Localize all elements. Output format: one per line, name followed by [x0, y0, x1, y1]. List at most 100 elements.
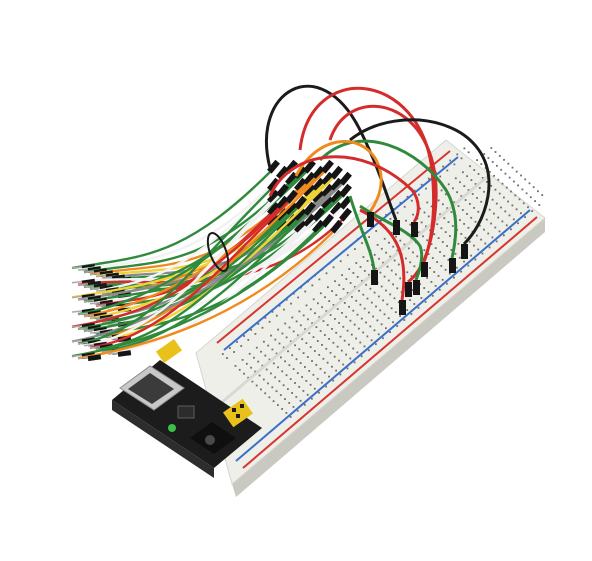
breadboard-hole — [468, 240, 471, 243]
breadboard-hole — [426, 277, 428, 279]
breadboard-hole — [243, 335, 245, 337]
jumper-wire-connector — [285, 159, 298, 174]
breadboard-hole — [298, 348, 301, 351]
breadboard-hole — [319, 330, 322, 332]
breadboard-hole — [491, 161, 494, 163]
breadboard-hole — [520, 212, 522, 215]
breadboard-hole — [368, 311, 370, 314]
breadboard-hole — [257, 323, 260, 325]
breadboard-hole — [295, 396, 298, 398]
breadboard-hole — [407, 247, 410, 250]
jumper-wire-connector — [303, 201, 316, 216]
breadboard-hole — [495, 240, 498, 243]
breadboard-hole — [456, 266, 458, 269]
jumper-wire-green-arch-2 — [359, 204, 424, 281]
breadboard-hole — [369, 287, 372, 290]
breadboard-hole — [299, 399, 302, 402]
breadboard-hole — [299, 324, 302, 327]
breadboard-hole — [444, 193, 447, 196]
jumper-wire-connector — [117, 350, 132, 357]
breadboard-hole — [321, 306, 323, 309]
breadboard-hole — [285, 336, 288, 339]
jumper-wire — [107, 217, 318, 356]
breadboard-hole — [501, 182, 504, 185]
jumper-wire — [77, 175, 282, 272]
breadboard-hole — [505, 186, 508, 189]
breadboard-hole — [390, 307, 393, 310]
breadboard-hole — [382, 261, 385, 264]
jumper-wire — [71, 205, 282, 328]
breadboard-hole — [508, 214, 511, 217]
jumper-wire-pin — [77, 356, 89, 359]
breadboard-hole — [291, 316, 294, 319]
breadboard-hole — [537, 190, 539, 193]
power-led — [168, 424, 176, 432]
breadboard-hole — [298, 310, 301, 313]
breadboard-hole — [278, 342, 281, 345]
breadboard-hole — [355, 337, 357, 340]
breadboard-hole — [339, 373, 342, 376]
breadboard-hole — [416, 255, 419, 258]
breadboard-hole — [467, 264, 470, 267]
breadboard-hole — [327, 286, 329, 289]
breadboard-hole — [274, 376, 276, 379]
breadboard-hole — [363, 345, 366, 348]
breadboard-hole — [392, 321, 394, 324]
breadboard-hole — [487, 232, 490, 235]
breadboard-hole — [275, 314, 278, 317]
breadboard-hole — [473, 244, 475, 247]
breadboard-hole — [221, 353, 224, 355]
breadboard-hole — [431, 294, 434, 297]
breadboard-hole — [433, 233, 436, 236]
jumper-wire-pin — [89, 346, 101, 349]
breadboard-hole — [410, 199, 413, 202]
breadboard-hole — [493, 212, 495, 215]
breadboard-hole — [460, 195, 463, 197]
breadboard-hole — [376, 319, 379, 322]
breadboard-hole — [520, 174, 522, 177]
power-rail-blue-bottom — [235, 209, 531, 462]
breadboard-hole — [319, 367, 322, 370]
breadboard-hole — [500, 168, 503, 171]
breadboard-hole — [379, 271, 382, 274]
breadboard-hole — [447, 183, 450, 186]
breadboard-hole — [328, 338, 330, 340]
breadboard-hole — [368, 236, 370, 238]
jumper-wire-connector — [294, 195, 307, 210]
breadboard-hole — [325, 310, 328, 312]
breadboard-hole — [380, 247, 383, 250]
breadboard-hole — [510, 190, 512, 193]
breadboard-hole — [352, 309, 355, 312]
breadboard-hole — [317, 302, 319, 305]
breadboard-hole — [332, 266, 335, 269]
breadboard-hole — [305, 342, 308, 344]
breadboard-hole — [413, 303, 416, 305]
breadboard-hole — [267, 344, 270, 347]
jumper-wire-connector — [449, 258, 456, 273]
breadboard-hole — [248, 352, 251, 355]
breadboard-hole — [288, 402, 291, 404]
breadboard-hole — [474, 220, 477, 223]
breadboard-hole — [304, 290, 307, 293]
jumper-wire-pin — [71, 281, 83, 284]
jumper-wire-connector — [321, 213, 334, 228]
breadboard-hole — [315, 364, 318, 366]
power-rail-blue-top — [223, 156, 459, 351]
breadboard-hole — [480, 163, 483, 165]
breadboard-hole — [427, 291, 430, 293]
breadboard-hole — [396, 249, 399, 252]
breadboard-hole — [521, 188, 524, 191]
breadboard-hole — [287, 388, 289, 390]
breadboard-hole — [271, 348, 274, 351]
breadboard-hole — [288, 364, 291, 367]
breadboard-hole — [316, 340, 319, 342]
breadboard-hole — [467, 189, 470, 191]
breadboard-hole — [422, 235, 424, 238]
breadboard-hole — [431, 257, 434, 259]
breadboard-hole — [461, 209, 464, 211]
breadboard-hole — [399, 239, 402, 242]
breadboard-hole — [339, 335, 342, 338]
breadboard-hole — [410, 313, 413, 315]
breadboard-hole — [518, 198, 521, 201]
jumper-wire-pin — [89, 331, 101, 334]
